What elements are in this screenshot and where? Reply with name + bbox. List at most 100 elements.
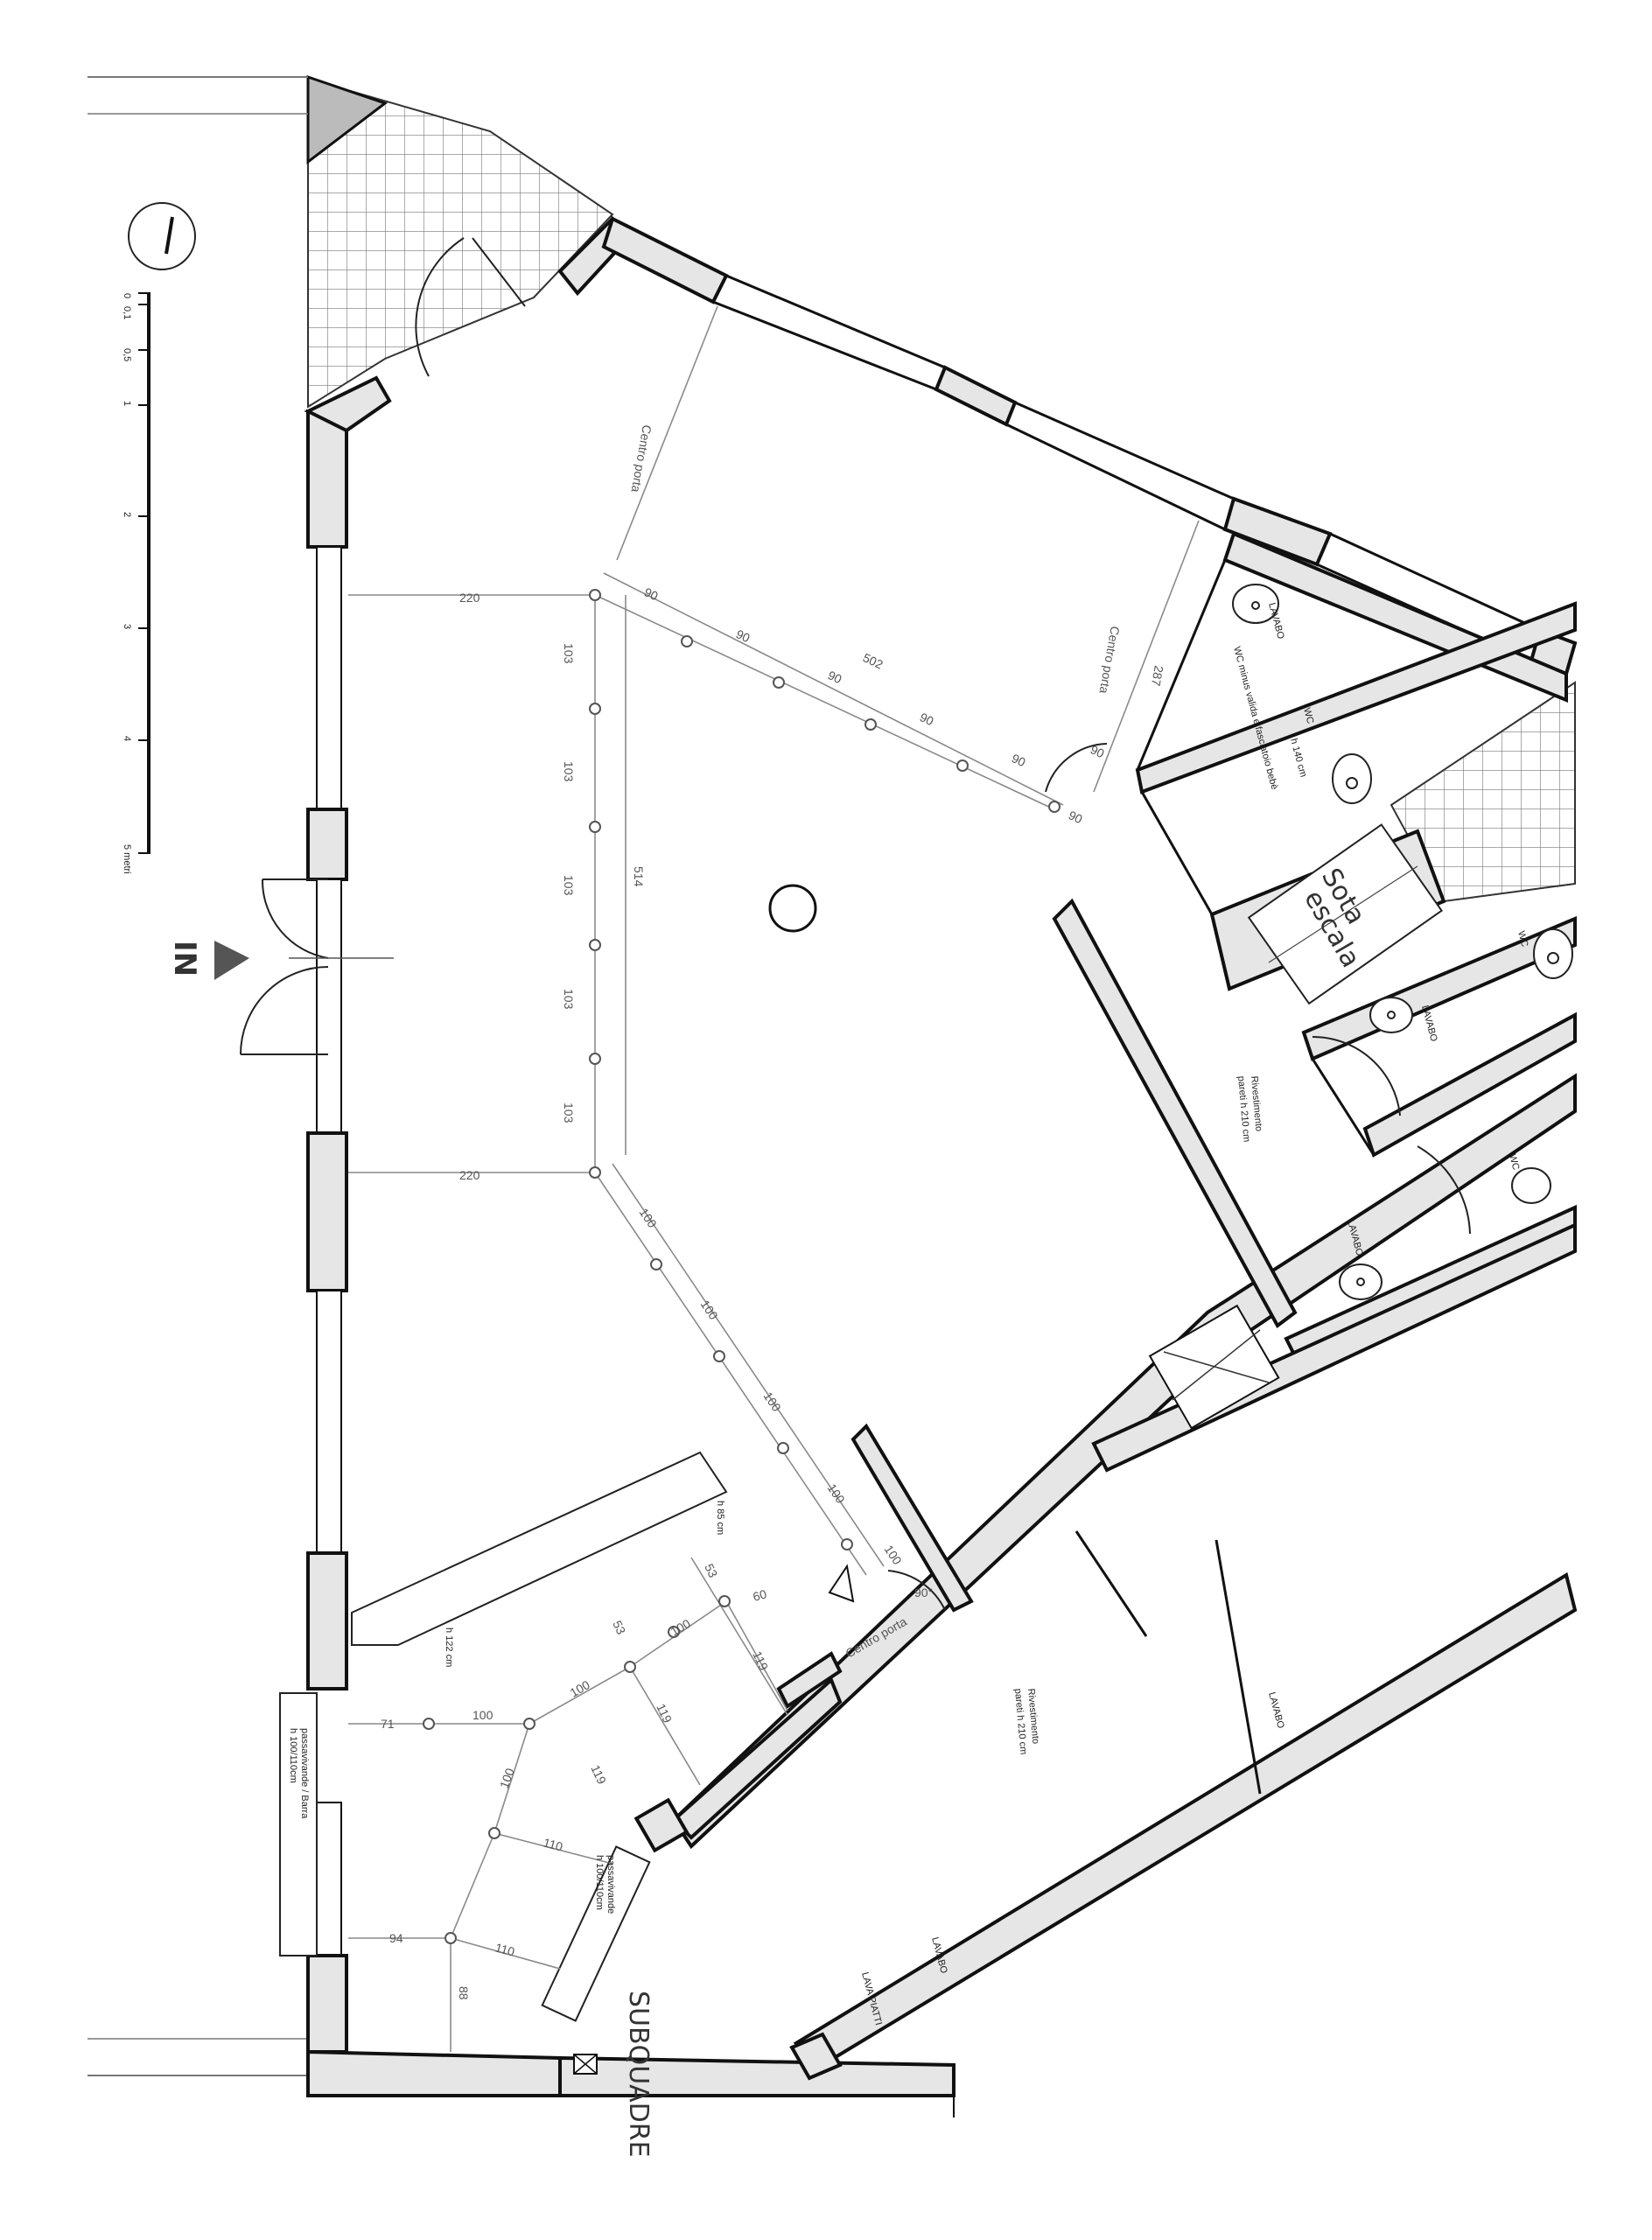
d110a-label: 110 <box>542 1835 564 1853</box>
rivestimento-b-2-label: pareti h 210 cm <box>1012 1688 1029 1755</box>
wc-partition-3 <box>1362 1012 1577 1158</box>
deg90-label: 90° <box>914 1586 933 1600</box>
scale-bar: 0 0,1 0,5 1 2 3 4 5 metri <box>122 292 150 874</box>
kitchen-wall-lower <box>793 1572 1578 2068</box>
d90f-label: 90 <box>1088 742 1107 760</box>
d100c-label: 100 <box>761 1390 784 1414</box>
d90b-label: 90 <box>734 626 752 645</box>
stair <box>1247 823 1443 1005</box>
d103b-label: 103 <box>562 761 576 782</box>
wc-door-swing-c[interactable] <box>1417 1145 1471 1235</box>
wc-small-a-label: WC <box>1301 707 1315 725</box>
tiled-terrace-top <box>307 77 614 409</box>
south-wall-right <box>558 2055 956 2097</box>
chamfer-wall-top <box>304 375 392 433</box>
1-label: 0,1 <box>122 306 132 319</box>
d60-label: 60 <box>752 1586 768 1604</box>
d90g-label: 90 <box>1067 808 1085 826</box>
corner-triangle <box>306 74 388 165</box>
pass-1-label: passavivande <box>606 1855 616 1914</box>
wc-small-c-label: WC <box>1507 1153 1521 1172</box>
sink-fixture-a <box>1232 584 1279 624</box>
d103d-label: 103 <box>562 989 576 1010</box>
wc-door-swing-b[interactable] <box>1312 1035 1401 1116</box>
d119b-label: 119 <box>654 1702 675 1726</box>
5-label: 3 <box>122 624 132 629</box>
bar-2-label: h 100/110cm <box>288 1728 298 1783</box>
toilet-fixture-a <box>1332 753 1372 804</box>
centro-porta-a-label: Centro porta <box>628 424 654 494</box>
kitchen-door-leaf <box>828 1564 855 1603</box>
entrance-label: IN <box>167 941 202 976</box>
hall-diagonal-wall-2 <box>850 1423 974 1613</box>
kitchen-door-swing[interactable] <box>887 1570 946 1611</box>
d53b-label: 53 <box>610 1619 628 1637</box>
d514-label: 514 <box>632 866 646 887</box>
sink-fixture-b <box>1369 997 1413 1033</box>
d220b-label: 220 <box>459 1168 480 1182</box>
d502-label: 502 <box>861 650 886 671</box>
hall-diagonal-wall <box>1052 898 1298 1328</box>
0-label: 0 <box>122 293 132 298</box>
wc-door-swing-a[interactable] <box>1045 743 1108 793</box>
lavabo-b-label: LAVABO <box>1419 1004 1439 1043</box>
rivestimento-b-1-label: Rivestimento <box>1026 1688 1040 1744</box>
scale-end-label: 5 metri <box>122 844 132 874</box>
wc-partition-2 <box>1301 915 1577 1061</box>
west-wall <box>306 410 348 2054</box>
d90e-label: 90 <box>1010 751 1028 769</box>
counter-h122-label: h 122 cm <box>444 1628 454 1667</box>
north-wall-segment-2 <box>934 365 1018 427</box>
bar-partition <box>776 1651 843 1709</box>
south-wall <box>306 2049 562 2097</box>
d110b-label: 110 <box>494 1940 516 1958</box>
wc-partition-1 <box>1135 601 1577 794</box>
column-square <box>634 1797 690 1853</box>
d53a-label: 53 <box>702 1562 720 1580</box>
d100g-label: 100 <box>568 1677 592 1700</box>
kitchen-passavivande <box>541 1845 651 2022</box>
d100i-label: 100 <box>497 1766 517 1790</box>
lavabo-d-label: LAVABO <box>1266 1691 1286 1730</box>
d94-label: 94 <box>389 1931 403 1945</box>
bar-1-label: passavivande / Barra <box>299 1728 310 1819</box>
label-subquadre: SUBQUADRE <box>623 1991 654 2158</box>
3-label: 1 <box>122 401 132 406</box>
d287-label: 287 <box>1149 664 1166 687</box>
d100a-label: 100 <box>637 1206 660 1230</box>
partition-wall-a <box>789 2032 843 2081</box>
d100e-label: 100 <box>882 1543 905 1567</box>
d119c-label: 119 <box>588 1763 609 1787</box>
toilet-fixture-c <box>1511 1167 1551 1204</box>
bar-passavivande <box>279 1692 318 1956</box>
d119a-label: 119 <box>750 1649 771 1673</box>
pass-2-label: h 100/110cm <box>594 1855 605 1910</box>
sink-fixture-c <box>1339 1264 1382 1300</box>
d220a-label: 220 <box>459 591 480 605</box>
d90a-label: 90 <box>642 584 661 603</box>
wc-h-label: h 140 cm <box>1288 738 1308 779</box>
lavabo-a-label: LAVABO <box>1266 602 1286 640</box>
d88-label: 88 <box>457 1986 471 2000</box>
centro-porta-b-label: Centro porta <box>1096 625 1122 695</box>
d103c-label: 103 <box>562 875 576 896</box>
d103e-label: 103 <box>562 1102 576 1124</box>
6-label: 4 <box>122 736 132 741</box>
dimension-lines <box>348 305 1200 2052</box>
north-compass <box>128 202 196 270</box>
2-label: 0,5 <box>122 348 132 361</box>
d71-label: 71 <box>381 1717 395 1731</box>
entrance-marker: IN <box>167 941 249 980</box>
wc-small-b-label: WC <box>1516 930 1530 948</box>
bar-counter <box>351 1451 728 1646</box>
entrance-door[interactable] <box>240 878 394 1055</box>
column <box>768 884 817 933</box>
rivestimento-a-2-label: pareti h 210 cm <box>1236 1075 1252 1143</box>
dimension-points <box>423 589 1060 1944</box>
counter-h85-label: h 85 cm <box>715 1501 725 1535</box>
terrace-door-swing[interactable] <box>415 237 465 377</box>
d90d-label: 90 <box>918 710 936 728</box>
4-label: 2 <box>122 512 132 517</box>
d90c-label: 90 <box>826 668 844 686</box>
